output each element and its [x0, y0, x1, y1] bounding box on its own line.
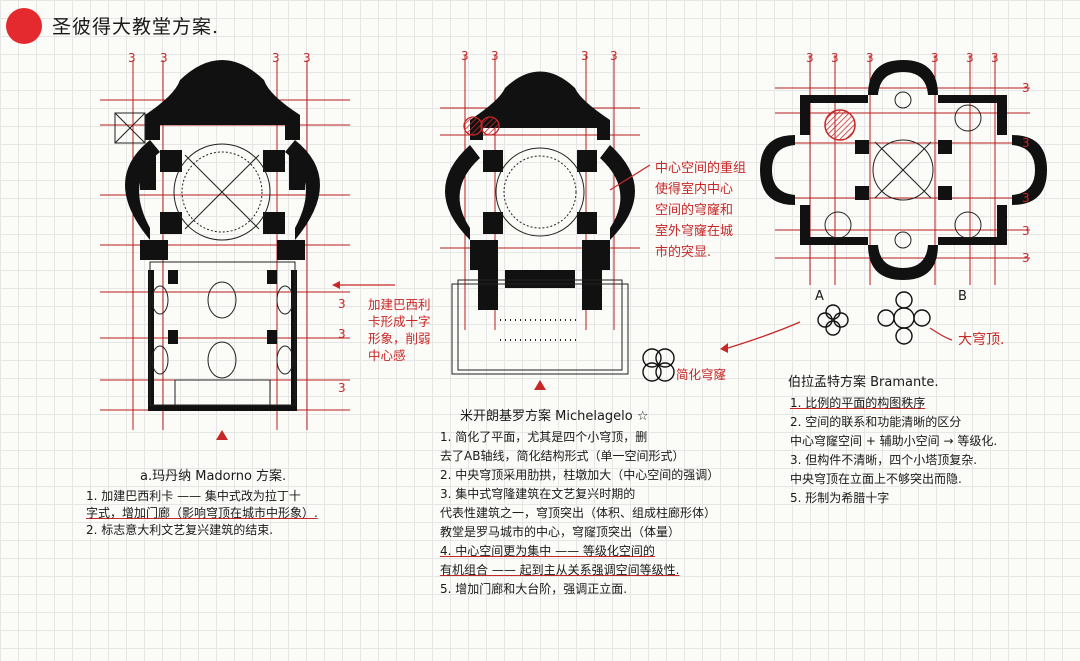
plan-maderno: 3 3 3 3 3 3 3 [100, 51, 395, 440]
note-line: 中央穹顶在立面上不够突出而隐. [790, 472, 962, 486]
note-line: 中心穹窿空间 + 辅助小空间 → 等级化. [790, 434, 998, 448]
side-note-line: 卡形成十字 [368, 314, 431, 329]
note-line: 1. 比例的平面的构图秩序 [790, 396, 926, 410]
dim-label: 3 [338, 381, 346, 395]
dim-label: 3 [931, 51, 939, 65]
dim-label: 3 [303, 51, 311, 65]
side-note-maderno: 加建巴西利 卡形成十字 形象，削弱 中心感 [368, 296, 431, 364]
dim-label: 3 [1022, 251, 1030, 265]
dim-label: 3 [338, 297, 346, 311]
dim-label: 3 [610, 49, 618, 63]
axis-label-a: A [815, 289, 824, 304]
dim-label: 3 [581, 49, 589, 63]
dim-label: 3 [831, 51, 839, 65]
notes-bramante: 1. 比例的平面的构图秩序 2. 空间的联系和功能清晰的区分 中心穹窿空间 + … [790, 394, 997, 508]
dim-label: 3 [806, 51, 814, 65]
side-note-line: 市的突显. [655, 245, 712, 260]
dim-label: 3 [272, 51, 280, 65]
note-line: 字式，增加门廊（影响穹顶在城市中形象）. [86, 506, 318, 520]
note-line: 3. 但构件不清晰，四个小塔顶复杂. [790, 453, 978, 467]
axis-label-b: B [958, 289, 967, 304]
dim-label: 3 [1022, 191, 1030, 205]
side-note-line: 加建巴西利 [368, 297, 431, 312]
side-note-line: 中心感 [368, 348, 406, 363]
caption-michelangelo: 米开朗基罗方案 Michelagelo ☆ [460, 409, 649, 424]
side-note-michelangelo: 中心空间的重组 使得室内中心 空间的穹窿和 室外穹窿在城 市的突显. [655, 158, 746, 263]
note-line: 有机组合 —— 起到主从关系强调空间等级性. [440, 563, 680, 577]
note-line: 5. 增加门廊和大台阶，强调正立面. [440, 582, 628, 596]
caption-bramante: 伯拉孟特方案 Bramante. [788, 375, 939, 390]
note-line: 4. 中心空间更为集中 —— 等级化空间的 [440, 544, 655, 558]
side-note-line: 使得室内中心 [655, 182, 734, 197]
dim-label: 3 [1022, 81, 1030, 95]
plan-michelangelo: 3 3 3 3 [440, 49, 651, 390]
dim-label: 3 [160, 51, 168, 65]
dim-label: 3 [1022, 224, 1030, 238]
dim-label: 3 [338, 327, 346, 341]
dim-label: 3 [1022, 136, 1030, 150]
dim-label: 3 [461, 49, 469, 63]
note-line: 2. 标志意大利文艺复兴建筑的结束. [86, 523, 274, 537]
note-line: 2. 空间的联系和功能清晰的区分 [790, 415, 962, 429]
note-line: 3. 集中式穹隆建筑在文艺复兴时期的 [440, 487, 636, 501]
note-line: 1. 加建巴西利卡 —— 集中式改为拉丁十 [86, 489, 301, 503]
small-dome-label: 简化穹窿 [676, 367, 727, 382]
note-line: 去了AB轴线，简化结构形式（单一空间形式） [440, 449, 685, 463]
side-note-line: 形象，削弱 [368, 331, 431, 346]
dim-label: 3 [866, 51, 874, 65]
side-note-line: 中心空间的重组 [655, 161, 747, 176]
dim-label: 3 [491, 49, 499, 63]
note-line: 代表性建筑之一，穹顶突出（体积、组成柱廊形体） [440, 506, 717, 520]
note-line: 教堂是罗马城市的中心，穹窿顶突出（体量） [440, 525, 681, 539]
big-dome-label: 大穹顶. [958, 332, 1005, 348]
dim-label: 3 [966, 51, 974, 65]
plan-bramante: 3 3 3 3 3 3 3 3 3 3 3 A B [642, 51, 1047, 382]
dim-label: 3 [991, 51, 999, 65]
side-note-line: 空间的穹窿和 [655, 203, 734, 218]
side-note-line: 室外穹窿在城 [655, 224, 734, 239]
page-title: 圣彼得大教堂方案. [52, 16, 220, 38]
note-line: 1. 简化了平面，尤其是四个小穹顶，删 [440, 430, 648, 444]
note-line: 5. 形制为希腊十字 [790, 491, 890, 505]
dim-label: 3 [128, 51, 136, 65]
note-line: 2. 中央穹顶采用肋拱，柱墩加大（中心空间的强调） [440, 468, 720, 482]
notes-michelangelo: 1. 简化了平面，尤其是四个小穹顶，删 去了AB轴线，简化结构形式（单一空间形式… [440, 428, 719, 599]
notes-maderno: 1. 加建巴西利卡 —— 集中式改为拉丁十 字式，增加门廊（影响穹顶在城市中形象… [86, 488, 318, 539]
red-bullet-dot [6, 8, 42, 44]
caption-maderno: a.玛丹纳 Madorno 方案. [140, 469, 287, 484]
